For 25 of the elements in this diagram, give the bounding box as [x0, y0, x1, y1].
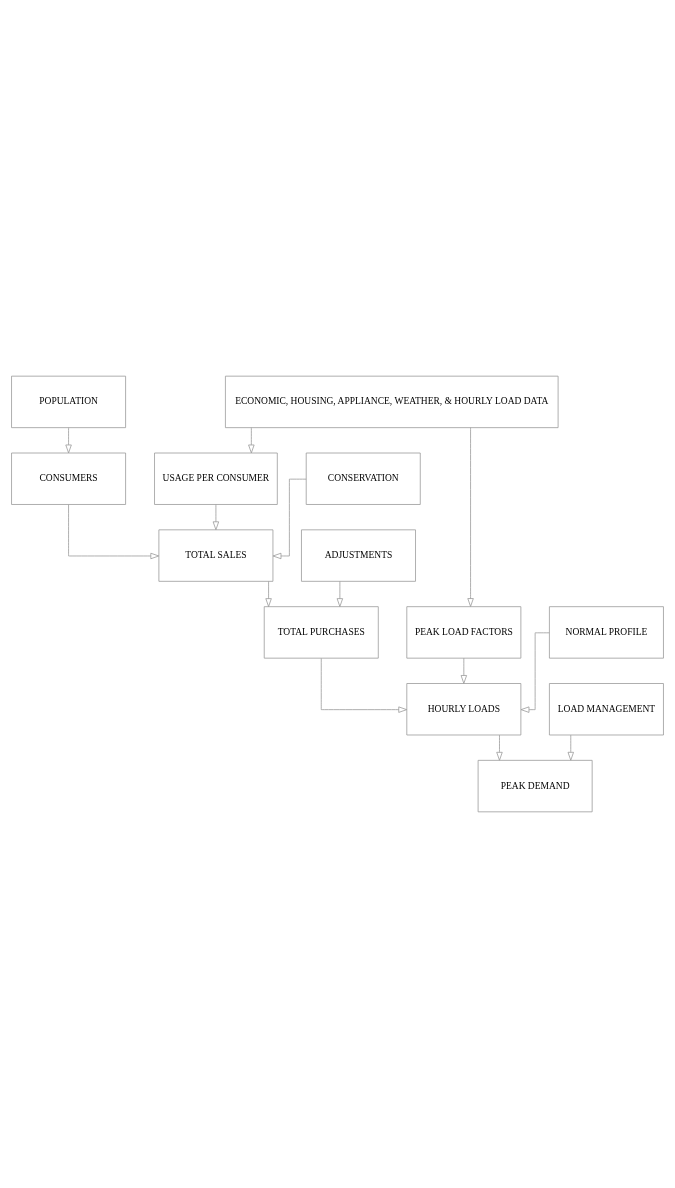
arrow [68, 504, 160, 560]
arrow [212, 504, 220, 531]
arrow [467, 427, 474, 607]
node-box: POPULATION [11, 375, 126, 429]
node-box: ADJUSTMENTS [301, 529, 416, 582]
node-box: CONSUMERS [11, 452, 126, 505]
node-box: TOTAL PURCHASES [263, 606, 379, 659]
node-box: PEAK LOAD FACTORS [406, 606, 522, 659]
node-box: PEAK DEMAND [477, 759, 593, 813]
node-box: LOAD MANAGEMENT [549, 683, 664, 736]
node-box: USAGE PER CONSUMER [154, 452, 278, 505]
arrow [336, 581, 344, 607]
node-box: HOURLY LOADS [406, 683, 522, 736]
arrow [496, 734, 503, 761]
arrow [272, 478, 307, 560]
arrow [265, 581, 272, 607]
arrow [320, 657, 408, 713]
arrow [65, 427, 72, 454]
arrow [248, 427, 255, 454]
node-box: TOTAL SALES [158, 529, 274, 582]
arrow [567, 734, 574, 761]
node-box: ECONOMIC, HOUSING, APPLIANCE, WEATHER, & HOURLY LOAD DATA [225, 375, 559, 429]
node-box: CONSERVATION [305, 452, 421, 505]
node-box: NORMAL PROFILE [549, 606, 664, 659]
arrow [460, 657, 467, 684]
